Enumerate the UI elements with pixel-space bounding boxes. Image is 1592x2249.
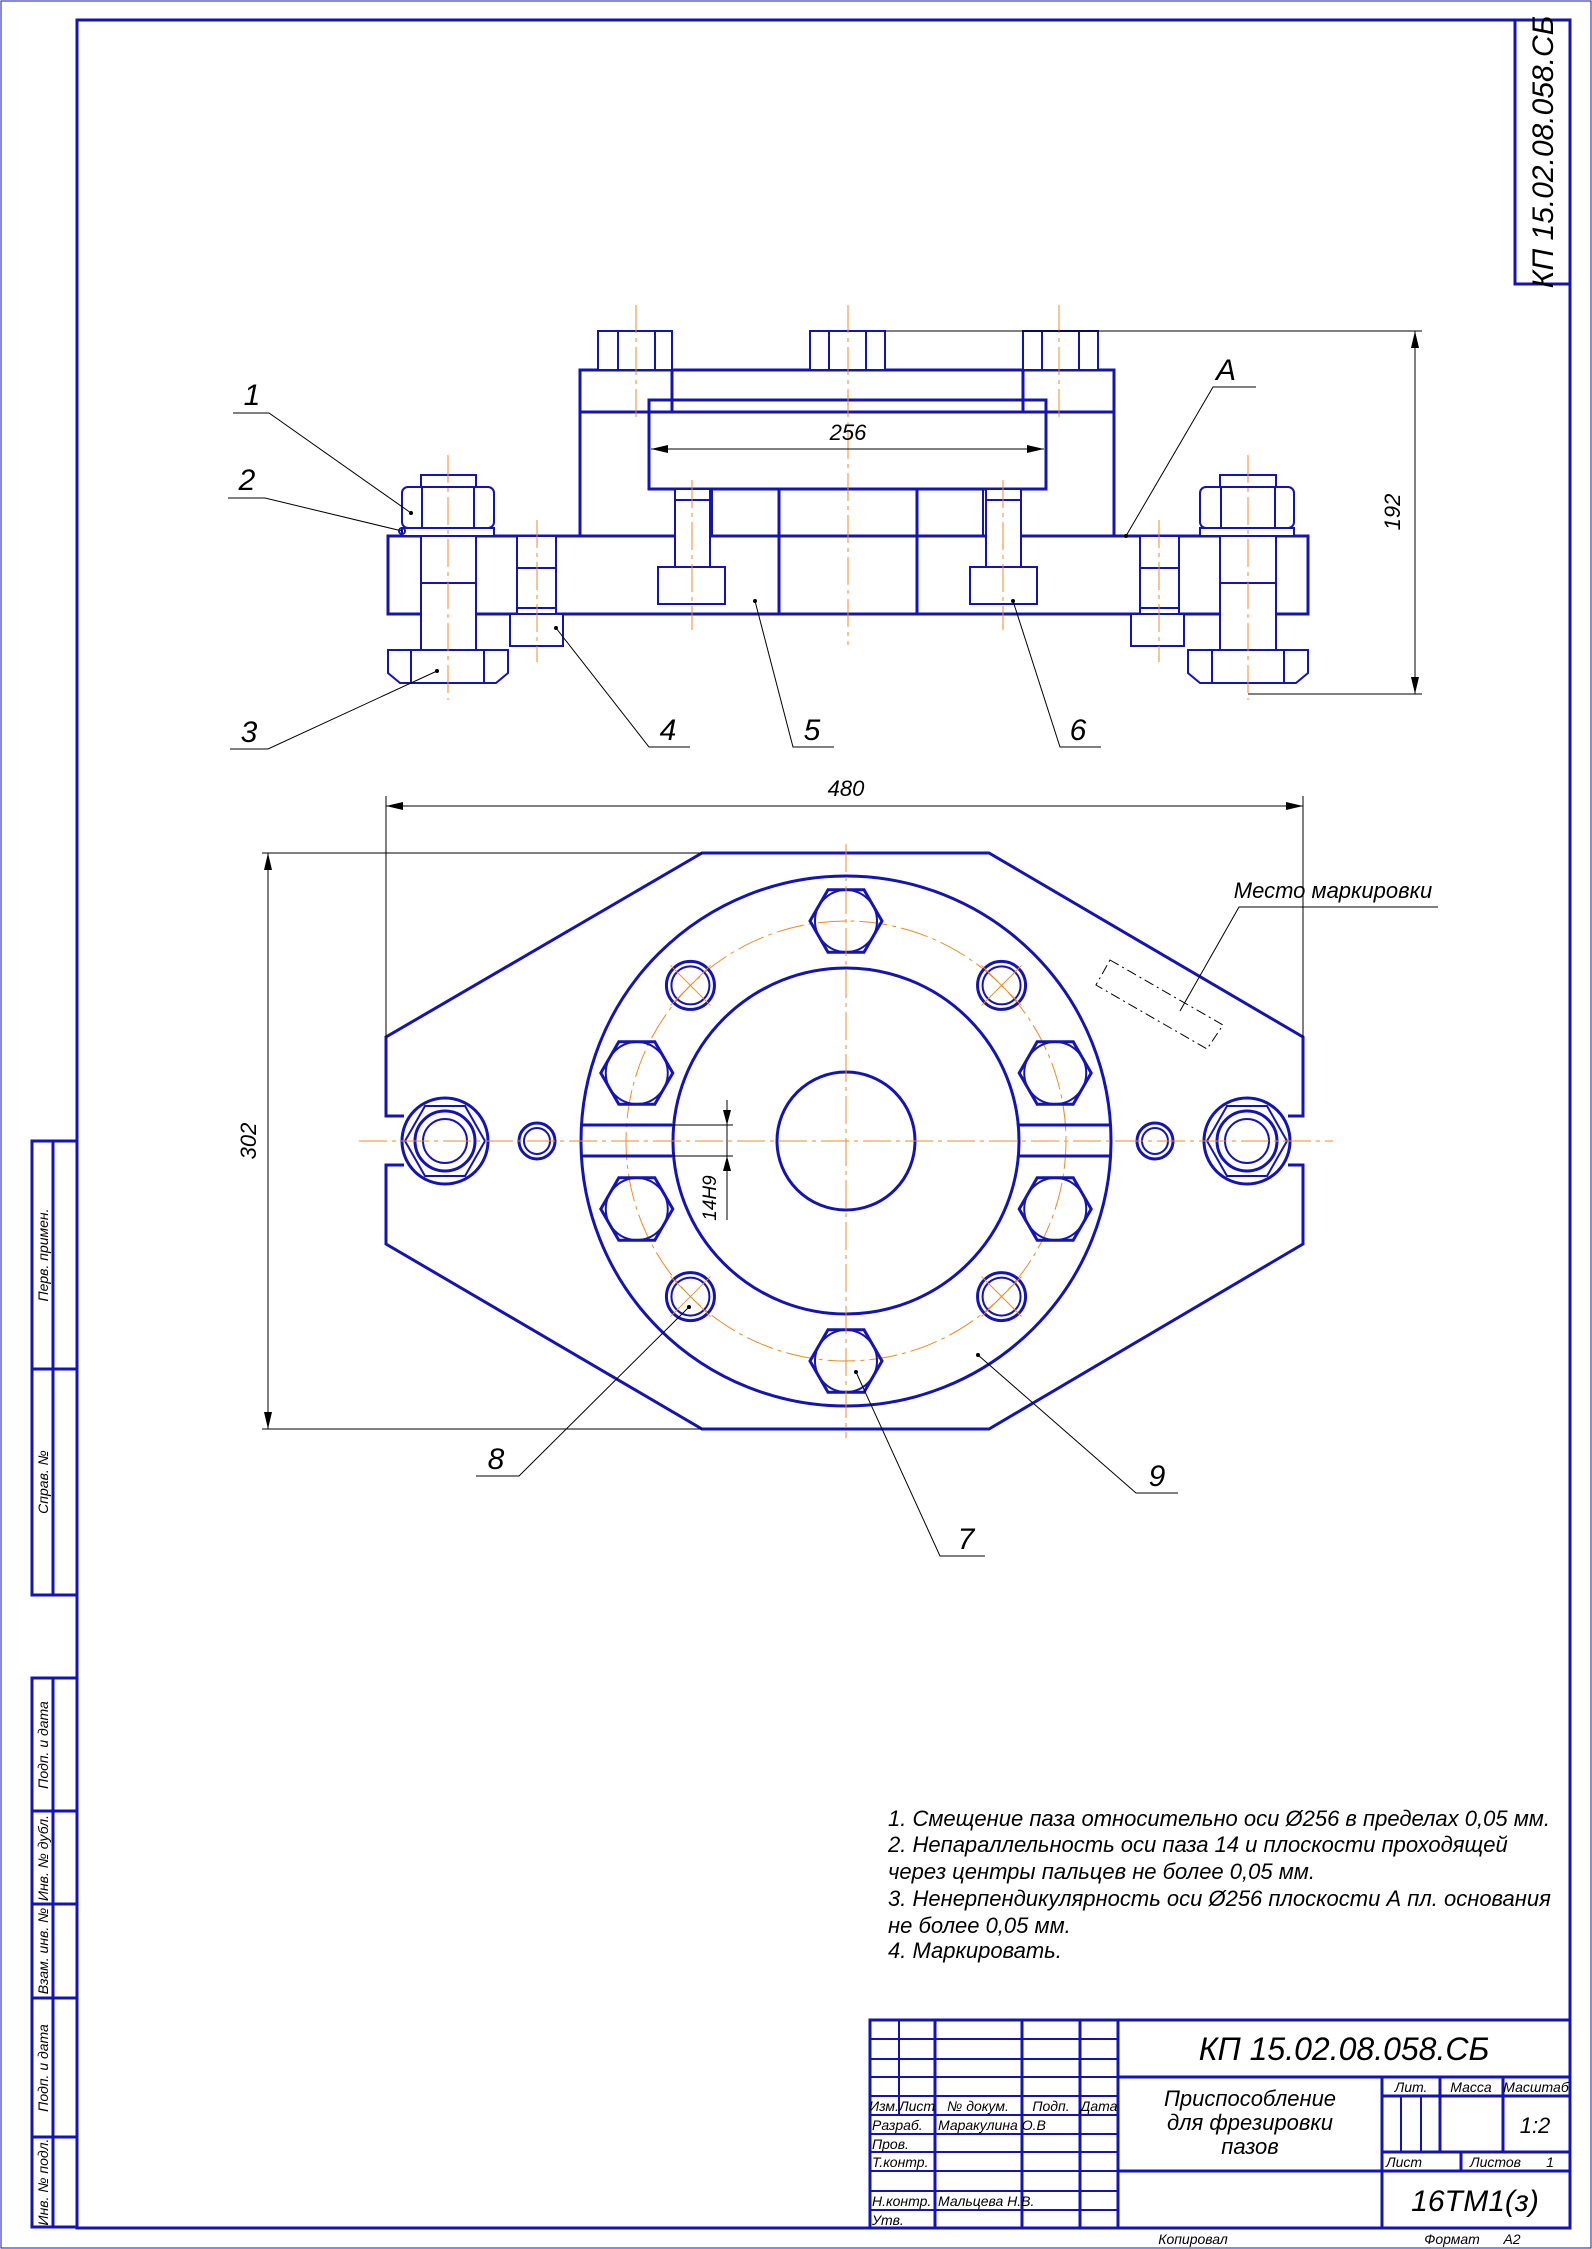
stamp-duplicate-no: Инв. № дубл. (35, 1815, 51, 1901)
flange-screws (599, 888, 1093, 1394)
hex-screw-head (1017, 1040, 1093, 1106)
hex-screw-head (599, 1040, 675, 1106)
role-norm-control: Н.контр. (872, 2193, 931, 2209)
stamp-replace-no: Взам. инв. № (35, 1908, 51, 1995)
mass-label: Масса (1450, 2079, 1492, 2095)
header-date: Дата (1079, 2098, 1118, 2114)
technical-notes: 1. Смещение паза относительно оси Ø256 в… (887, 1806, 1551, 1963)
marking-area: Место маркировки (1095, 878, 1438, 1050)
note-line: 3. Ненерпендикулярность оси Ø256 плоскос… (888, 1886, 1551, 1911)
hex-screw-head (1017, 1176, 1093, 1242)
title-line-3: пазов (1221, 2134, 1279, 2159)
header-izm: Изм. (869, 2098, 899, 2114)
lit-label: Лит. (1394, 2079, 1428, 2095)
note-line: 1. Смещение паза относительно оси Ø256 в… (888, 1806, 1550, 1831)
note-line: через центры пальцев не более 0,05 мм. (888, 1859, 1315, 1884)
plan-view: 480 302 14H9 Место маркировки 8 7 (236, 776, 1438, 1557)
label-part-8: 8 (488, 1443, 505, 1476)
marking-label: Место маркировки (1234, 878, 1433, 903)
title-line-2: для фрезировки (1167, 2110, 1333, 2135)
role-developer: Разраб. (872, 2117, 923, 2133)
copied-label: Копировал (1158, 2231, 1228, 2247)
corner-stamp-code: КП 15.02.08.058.СБ (1527, 16, 1560, 288)
group-code: 16ТМ1(з) (1411, 2185, 1539, 2218)
dowel-pin (976, 1271, 1028, 1323)
sheets-count: 1 (1546, 2154, 1554, 2170)
dim-height: 192 (1380, 494, 1405, 531)
designation: КП 15.02.08.058.СБ (1199, 2031, 1490, 2067)
locating-pin-right (1130, 535, 1185, 647)
norm-control-name: Мальцева Н.В. (938, 2193, 1034, 2209)
header-sign: Подп. (1032, 2098, 1069, 2114)
top-screw-left (597, 330, 673, 371)
dim-depth: 302 (236, 1123, 261, 1160)
label-part-2: 2 (238, 464, 256, 497)
dimension-192: 192 (885, 330, 1422, 695)
nut-right (1199, 486, 1295, 529)
role-approved: Утв. (871, 2212, 904, 2228)
dim-bore-width: 256 (829, 420, 867, 445)
dimension-256: 256 (651, 420, 1044, 453)
hex-screw-head (599, 1176, 675, 1242)
note-line: не более 0,05 мм. (888, 1913, 1071, 1938)
note-line: 4. Маркировать. (888, 1938, 1062, 1963)
dowel-pin (976, 959, 1028, 1011)
section-view: 256 192 1 2 3 4 5 6 A (228, 305, 1422, 750)
dimension-slot: 14H9 (672, 1100, 733, 1221)
scale-label: Масштаб (1503, 2079, 1570, 2095)
label-part-9: 9 (1149, 1460, 1166, 1493)
stamp-sign-date-1: Подп. и дата (35, 1701, 51, 1789)
dim-width: 480 (828, 776, 865, 801)
title-line-1: Приспособление (1164, 2086, 1336, 2111)
dim-slot: 14H9 (700, 1175, 721, 1221)
header-doc: № докум. (947, 2098, 1009, 2114)
label-part-3: 3 (241, 716, 258, 749)
flange-pins (664, 959, 1028, 1323)
side-stamps: Перв. примен. Справ. № Подп. и дата Инв.… (30, 1139, 79, 2229)
stamp-original-no: Инв. № подл. (35, 2139, 51, 2226)
title-block: Изм. Лист № докум. Подп. Дата Разраб. Ма… (868, 2018, 1572, 2247)
format-value: A2 (1502, 2231, 1520, 2247)
stamp-reference-no: Справ. № (35, 1450, 51, 1514)
plan-leaders: 8 7 9 (476, 1305, 1178, 1557)
format-label: Формат (1424, 2231, 1480, 2247)
section-axes (447, 305, 1249, 700)
label-part-6: 6 (1070, 714, 1087, 747)
dimension-302: 302 (236, 852, 702, 1430)
role-checker: Пров. (872, 2136, 909, 2152)
label-part-7: 7 (958, 1523, 976, 1556)
label-part-4: 4 (660, 714, 677, 747)
corner-stamp: КП 15.02.08.058.СБ (1513, 16, 1572, 288)
sheets-label: Листов (1469, 2154, 1521, 2170)
stamp-first-use: Перв. примен. (35, 1208, 51, 1301)
label-part-1: 1 (244, 379, 261, 412)
label-part-5: 5 (804, 714, 821, 747)
stamp-sign-date-2: Подп. и дата (35, 2024, 51, 2112)
dimension-480: 480 (385, 776, 1304, 1037)
top-cover (578, 368, 1116, 414)
drawing-frame (75, 18, 1572, 2230)
scale-value: 1:2 (1520, 2113, 1551, 2138)
label-surface-a: A (1214, 354, 1236, 387)
top-screw-right (1022, 330, 1099, 371)
dowel-pin (664, 959, 716, 1011)
section-leaders: 1 2 3 4 5 6 A (228, 354, 1256, 750)
sheet-label: Лист (1385, 2154, 1422, 2170)
developer-name: Маракулина О.В (938, 2117, 1046, 2133)
header-list: Лист (898, 2098, 935, 2114)
washer-right (1199, 527, 1295, 537)
dowel-pin (664, 1271, 716, 1323)
slot (580, 1123, 1111, 1158)
note-line: 2. Непараллельность оси паза 14 и плоско… (887, 1832, 1508, 1857)
role-tech-control: Т.контр. (872, 2154, 928, 2170)
